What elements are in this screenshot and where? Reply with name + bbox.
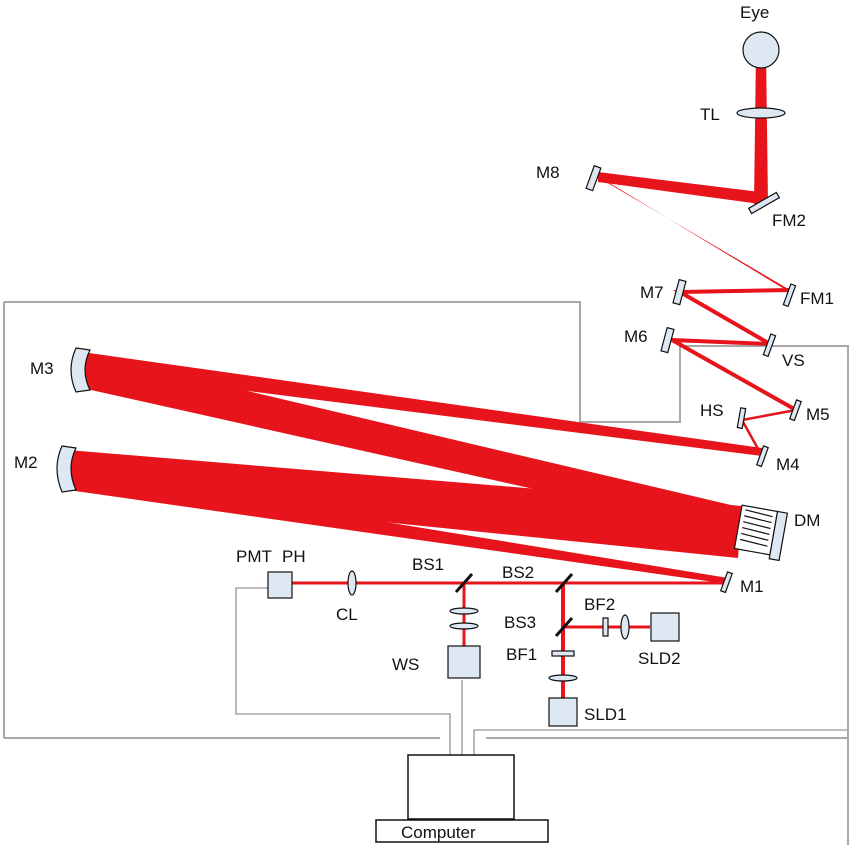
fm2-mirror xyxy=(747,191,781,215)
beam-m8-fm2 xyxy=(598,172,760,204)
m6-mirror xyxy=(660,326,675,354)
beam-m2-to-dm xyxy=(68,450,742,558)
label-m8: M8 xyxy=(536,163,560,182)
label-eye: Eye xyxy=(740,3,769,22)
beam-m3-to-dm xyxy=(82,352,752,536)
bf2-lens xyxy=(620,614,630,640)
eye-icon xyxy=(742,31,780,69)
label-bf1: BF1 xyxy=(506,645,537,664)
label-vs: VS xyxy=(782,351,805,370)
label-pmt: PMT xyxy=(236,547,272,566)
computer-base xyxy=(375,819,549,843)
ws-lens-1 xyxy=(449,607,479,615)
vs-mirror xyxy=(762,333,777,358)
bf2-filter xyxy=(602,617,609,637)
dm-mirror xyxy=(733,504,789,562)
label-m2: M2 xyxy=(14,453,38,472)
label-fm1: FM1 xyxy=(800,289,834,308)
right-wire xyxy=(473,729,848,755)
computer-monitor xyxy=(407,754,515,820)
ws-lens-2 xyxy=(449,622,479,630)
beam-m4-to-m3 xyxy=(82,352,762,456)
tl-lens xyxy=(736,107,786,119)
bf1-filter xyxy=(551,650,575,657)
label-dm: DM xyxy=(794,511,820,530)
label-ph: PH xyxy=(282,547,306,566)
m3-mirror xyxy=(70,347,91,393)
bs1-splitter xyxy=(454,573,474,593)
sld1-box xyxy=(548,697,578,727)
hs-mirror xyxy=(736,407,747,430)
label-m5: M5 xyxy=(806,405,830,424)
m2-mirror xyxy=(56,445,77,493)
fm1-mirror xyxy=(782,283,797,308)
label-m1: M1 xyxy=(740,577,764,596)
label-fm2: FM2 xyxy=(772,211,806,230)
pmt-wire xyxy=(235,587,451,755)
label-sld2: SLD2 xyxy=(638,649,681,668)
label-sld1: SLD1 xyxy=(584,705,627,724)
sld2-box xyxy=(650,612,680,642)
m8-mirror xyxy=(585,164,602,192)
bs3-splitter xyxy=(554,617,574,637)
label-bs3: BS3 xyxy=(504,613,536,632)
label-computer: Computer xyxy=(401,823,476,842)
cl-lens xyxy=(347,570,357,596)
ws-box xyxy=(447,645,481,679)
m7-mirror xyxy=(672,278,687,306)
m4-mirror xyxy=(755,445,770,468)
label-tl: TL xyxy=(700,105,720,124)
enclosure-outline xyxy=(4,301,849,845)
m5-mirror xyxy=(788,399,803,422)
bs2-splitter xyxy=(554,573,574,593)
label-m3: M3 xyxy=(30,359,54,378)
label-m6: M6 xyxy=(624,327,648,346)
beam-fm2-eye xyxy=(754,50,768,204)
pmt-box xyxy=(267,571,293,599)
label-cl: CL xyxy=(336,605,358,624)
label-hs: HS xyxy=(700,401,724,420)
label-m7: M7 xyxy=(640,283,664,302)
beam-m5-m6 xyxy=(671,288,797,412)
label-bs1: BS1 xyxy=(412,555,444,574)
label-bs2: BS2 xyxy=(502,563,534,582)
beam-m2-to-m1 xyxy=(68,470,728,584)
label-m4: M4 xyxy=(776,455,800,474)
m1-mirror xyxy=(719,571,734,594)
label-ws: WS xyxy=(392,655,419,674)
bf1-lens xyxy=(548,674,578,682)
label-bf2: BF2 xyxy=(584,595,615,614)
